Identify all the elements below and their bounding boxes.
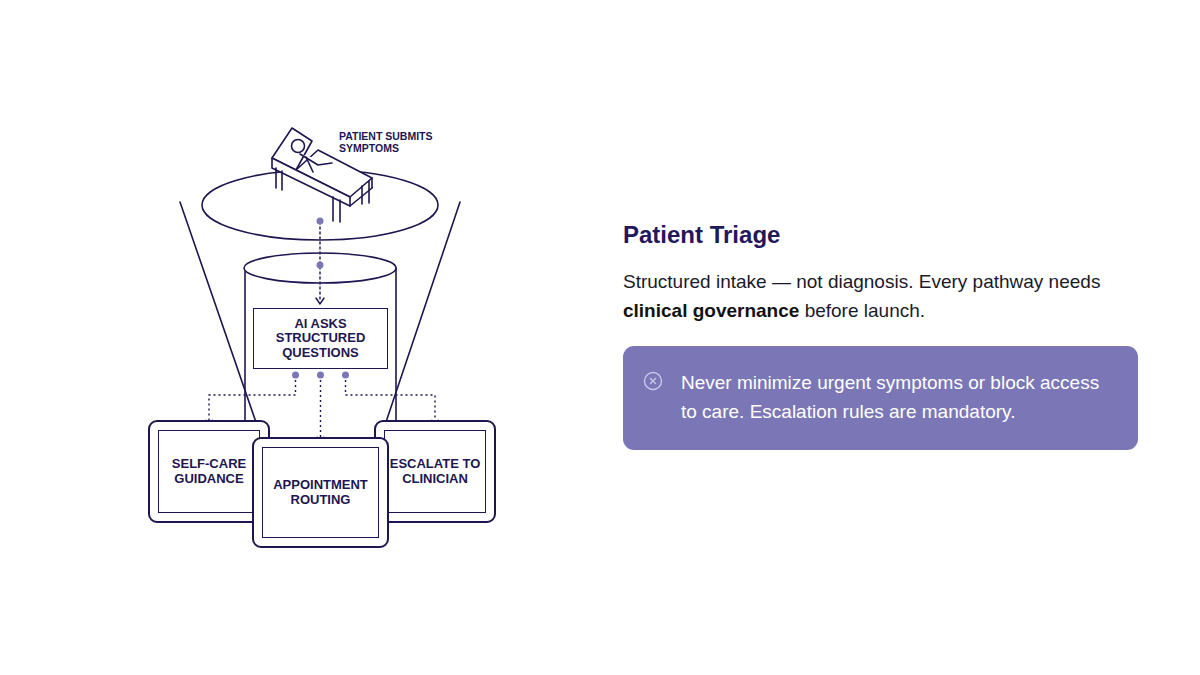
box-label: SELF-CARE GUIDANCE bbox=[159, 457, 259, 486]
input-label: PATIENT SUBMITS SYMPTOMS bbox=[339, 130, 439, 154]
cylinder-side bbox=[395, 268, 397, 440]
box-label: ESCALATE TO CLINICIAN bbox=[385, 457, 485, 486]
process-box: AI ASKS STRUCTURED QUESTIONS bbox=[253, 308, 388, 369]
inner-frame: ESCALATE TO CLINICIAN bbox=[384, 430, 486, 513]
inner-frame: SELF-CARE GUIDANCE bbox=[158, 430, 260, 513]
box-label: APPOINTMENT ROUTING bbox=[263, 478, 378, 507]
warning-callout: Never minimize urgent symptoms or block … bbox=[623, 346, 1138, 450]
inner-frame: APPOINTMENT ROUTING bbox=[262, 447, 379, 538]
flow-dot bbox=[317, 262, 324, 269]
warning-icon bbox=[642, 370, 664, 392]
dotted-connector bbox=[320, 375, 321, 444]
flow-dot bbox=[292, 372, 299, 379]
cylinder-side bbox=[244, 268, 246, 440]
callout-text: Never minimize urgent symptoms or block … bbox=[681, 368, 1116, 426]
body-text: Structured intake — not diagnosis. Every… bbox=[623, 271, 1100, 292]
emphasis-text: clinical governance bbox=[623, 300, 799, 321]
flow-dot bbox=[342, 372, 349, 379]
flow-dot bbox=[317, 218, 324, 225]
arrowhead bbox=[316, 298, 324, 304]
outcome-box: APPOINTMENT ROUTING bbox=[252, 437, 389, 548]
body-text: before launch. bbox=[805, 300, 925, 321]
box-label: AI ASKS STRUCTURED QUESTIONS bbox=[254, 317, 387, 361]
funnel-side bbox=[180, 202, 258, 428]
flow-dot bbox=[317, 372, 324, 379]
title: Patient Triage bbox=[623, 221, 780, 249]
outcome-box: ESCALATE TO CLINICIAN bbox=[374, 420, 496, 523]
description: Structured intake — not diagnosis. Every… bbox=[623, 267, 1123, 325]
